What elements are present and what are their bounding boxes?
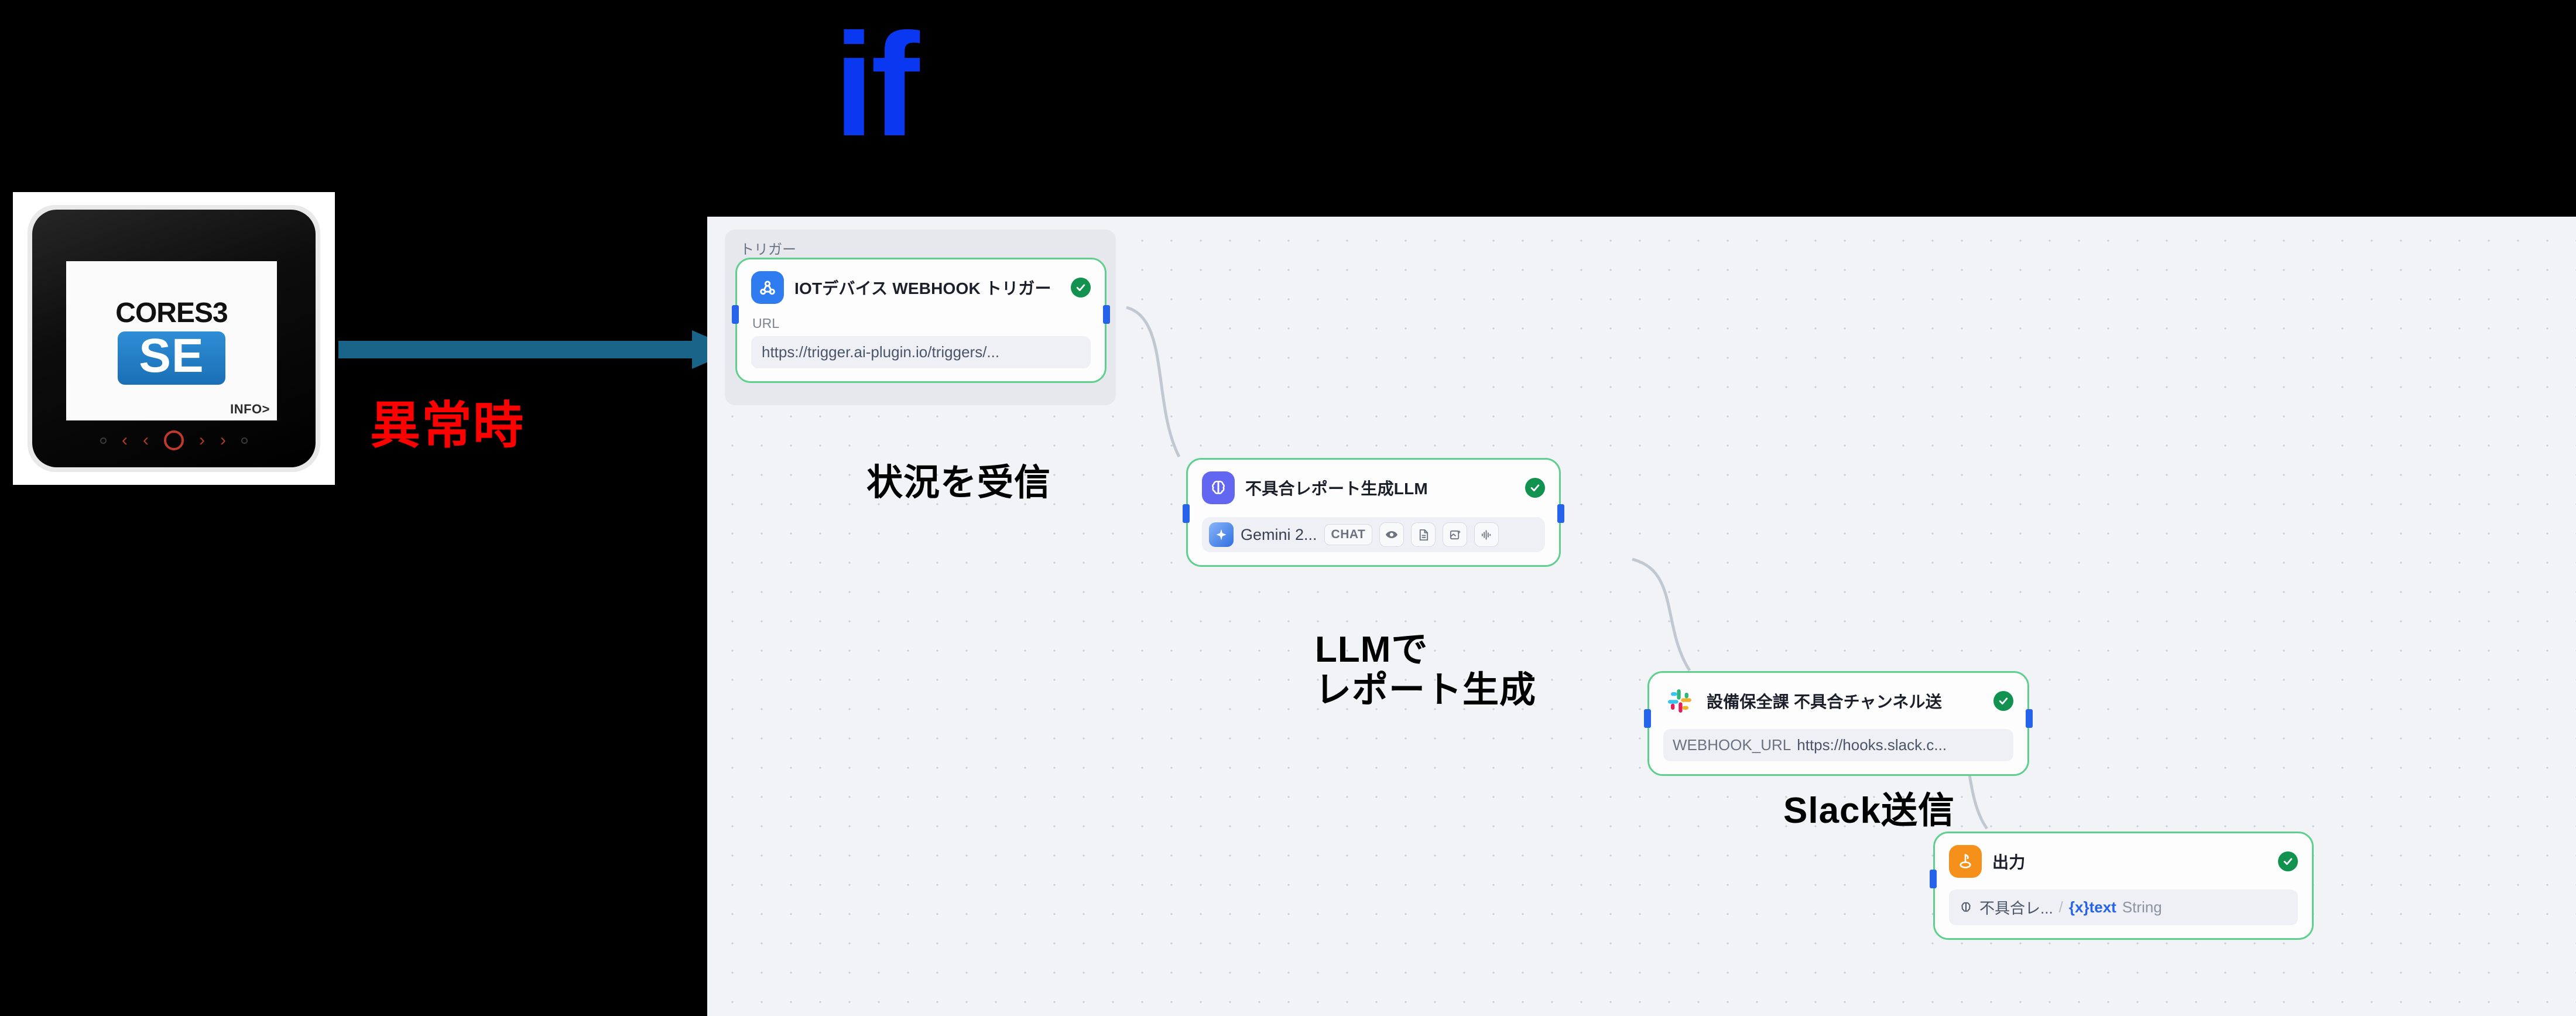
device-prev-icon: ‹ xyxy=(122,430,128,450)
node-slack-title: 設備保全課 不具合チャンネル送 xyxy=(1707,693,1942,711)
device-face: CORES3 SE INFO> ‹ ‹ › › xyxy=(32,210,316,467)
node-slack-param-key: WEBHOOK_URL xyxy=(1673,736,1791,754)
trigger-group-title: トリガー xyxy=(740,242,796,258)
node-slack-param[interactable]: WEBHOOK_URL https://hooks.slack.c... xyxy=(1663,729,2013,761)
eye-icon xyxy=(1379,522,1405,547)
node-output-param-variable: {x}text xyxy=(2068,898,2116,916)
audio-waveform-icon xyxy=(1474,522,1499,547)
node-llm[interactable]: 不具合レポート生成LLM Gemini 2... CHAT xyxy=(1183,458,1564,567)
device-home-icon xyxy=(164,430,184,450)
node-trigger-status-icon xyxy=(1071,278,1091,297)
webhook-icon xyxy=(751,271,784,304)
device-led-left xyxy=(100,437,107,444)
document-icon xyxy=(1411,522,1436,547)
node-output-status-icon xyxy=(2278,851,2298,871)
node-slack-output-port[interactable] xyxy=(2026,709,2033,728)
device-led-right xyxy=(241,437,248,444)
brain-icon xyxy=(1202,471,1235,504)
node-output-title: 出力 xyxy=(1992,853,2026,871)
device-back-icon: ‹ xyxy=(143,430,149,450)
flow-arrow xyxy=(338,330,737,369)
annotation-generate: LLMで レポート生成 xyxy=(1315,630,1537,711)
flow-arrow-shaft xyxy=(338,341,696,358)
output-icon xyxy=(1949,845,1982,878)
node-llm-model-name: Gemini 2... xyxy=(1241,525,1317,543)
annotation-send: Slack送信 xyxy=(1783,791,1955,831)
gemini-sparkle-icon xyxy=(1209,522,1234,547)
node-llm-model-chip: CHAT xyxy=(1324,524,1373,545)
node-slack-status-icon xyxy=(1993,691,2013,711)
node-output-param-source: 不具合レ... xyxy=(1979,899,2053,917)
if-logo: if xyxy=(834,3,920,166)
node-llm-model-row[interactable]: Gemini 2... CHAT xyxy=(1202,517,1545,552)
device-next-icon: › xyxy=(199,430,205,450)
node-slack[interactable]: 設備保全課 不具合チャンネル送 WEBHOOK_URL https://hook… xyxy=(1644,671,2033,776)
brain-small-icon xyxy=(1958,900,1974,915)
device-screen: CORES3 SE INFO> xyxy=(66,261,277,420)
device-screen-info: INFO> xyxy=(230,402,270,416)
iot-device-photo: CORES3 SE INFO> ‹ ‹ › › xyxy=(13,192,335,485)
node-output-input-port[interactable] xyxy=(1930,870,1937,888)
node-output-header: 出力 xyxy=(1949,845,2298,878)
device-button-row: ‹ ‹ › › xyxy=(32,423,316,458)
device-screen-badge: SE xyxy=(118,331,225,385)
image-generate-icon xyxy=(1443,522,1468,547)
node-llm-title: 不具合レポート生成LLM xyxy=(1245,480,1428,498)
anomaly-label: 異常時 xyxy=(370,398,525,454)
device-screen-title: CORES3 xyxy=(115,297,228,329)
node-llm-status-icon xyxy=(1525,478,1545,498)
workflow-canvas[interactable]: トリガー IOTデバイス WEBHOOK トリガー URL https xyxy=(707,217,2576,1016)
node-llm-header: 不具合レポート生成LLM xyxy=(1202,471,1545,504)
node-slack-param-value: https://hooks.slack.c... xyxy=(1797,736,1947,754)
node-trigger-output-port[interactable] xyxy=(1103,305,1110,324)
node-trigger-title: IOTデバイス WEBHOOK トリガー xyxy=(794,279,1051,297)
node-slack-input-port[interactable] xyxy=(1644,709,1651,728)
node-llm-output-port[interactable] xyxy=(1557,504,1564,523)
device-body: CORES3 SE INFO> ‹ ‹ › › xyxy=(28,205,320,472)
node-output-param-separator: / xyxy=(2058,898,2063,916)
device-forward-icon: › xyxy=(220,430,226,450)
node-slack-header: 設備保全課 不具合チャンネル送 xyxy=(1663,685,2013,717)
node-trigger-input-port[interactable] xyxy=(732,305,739,324)
node-llm-input-port[interactable] xyxy=(1183,504,1190,523)
annotation-receive: 状況を受信 xyxy=(866,463,1051,503)
node-output-param-type: String xyxy=(2122,898,2162,916)
node-trigger-url-label: URL xyxy=(752,316,780,331)
slack-icon xyxy=(1663,685,1696,717)
node-trigger-header: IOTデバイス WEBHOOK トリガー xyxy=(751,271,1091,304)
node-output[interactable]: 出力 不具合レ... / {x}text String xyxy=(1930,832,2314,940)
node-output-param[interactable]: 不具合レ... / {x}text String xyxy=(1949,890,2298,925)
node-trigger[interactable]: IOTデバイス WEBHOOK トリガー URL https://trigger… xyxy=(732,258,1110,383)
node-trigger-url-value[interactable]: https://trigger.ai-plugin.io/triggers/..… xyxy=(751,336,1091,368)
